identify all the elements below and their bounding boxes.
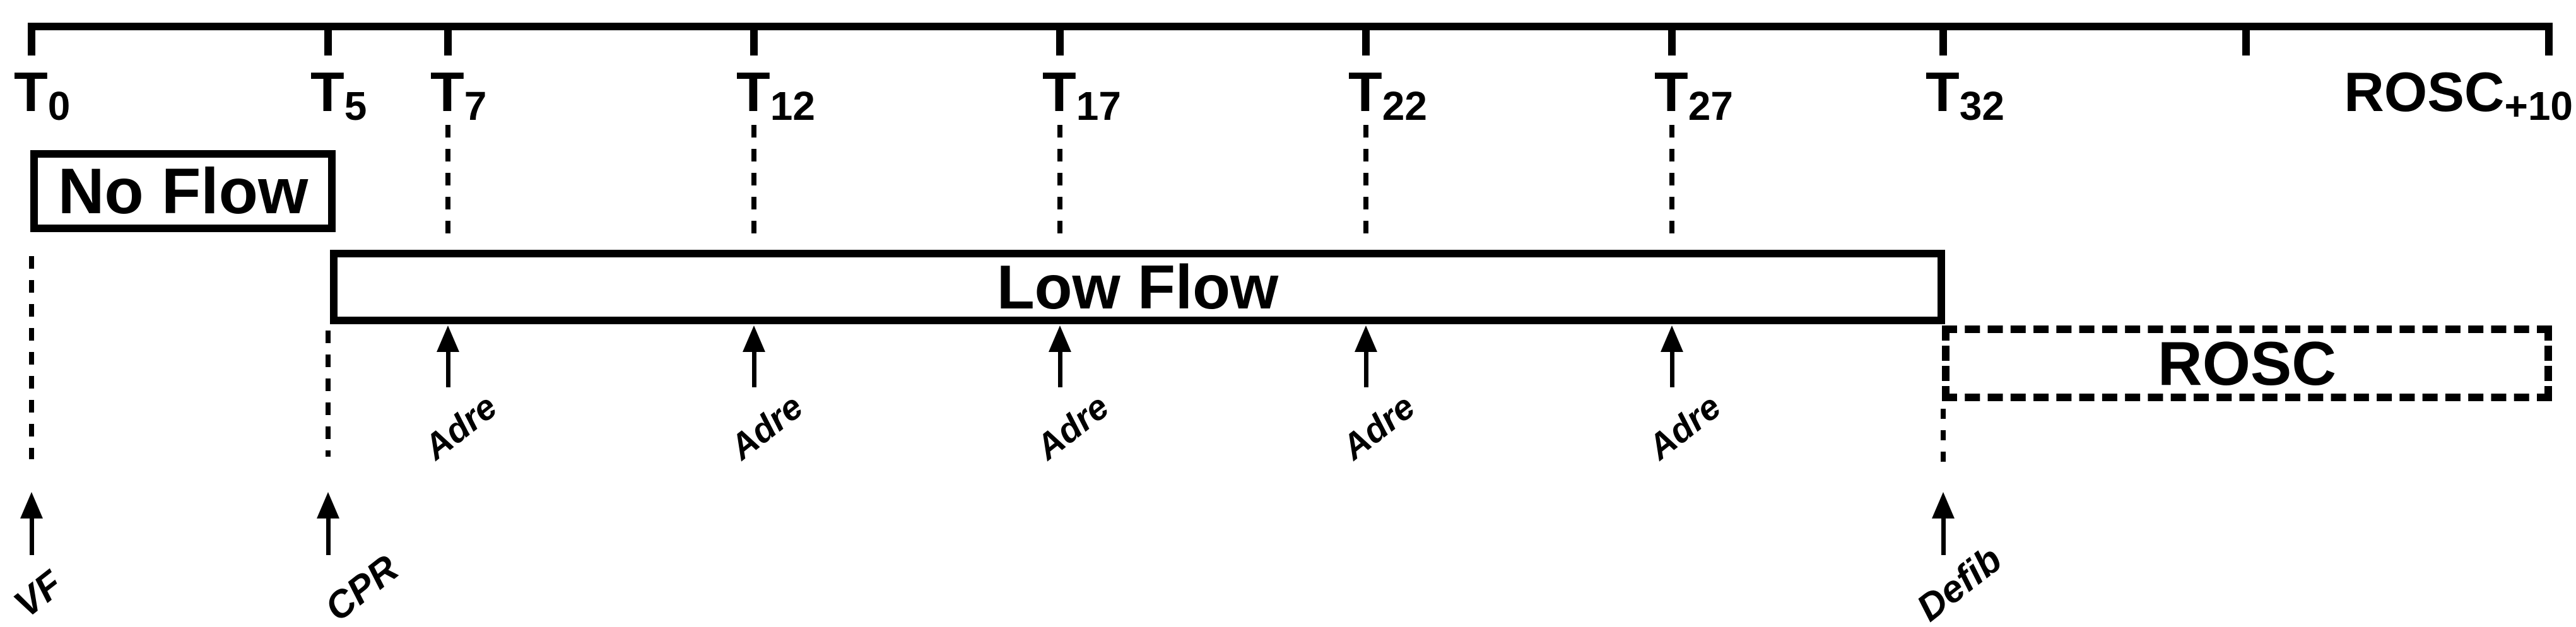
adre-arrow-t17 bbox=[1049, 325, 1071, 387]
dashed-guide-t0 bbox=[29, 256, 34, 459]
arrow-head-icon bbox=[317, 492, 339, 519]
axis-tick-t22 bbox=[1362, 23, 1370, 56]
adre-arrow-t12 bbox=[743, 325, 765, 387]
axis-tick-t17 bbox=[1056, 23, 1064, 56]
axis-tick-t5 bbox=[324, 23, 332, 56]
dashed-guide-t12 bbox=[751, 125, 756, 245]
cpr-label: CPR bbox=[317, 546, 406, 627]
arrow-shaft bbox=[445, 352, 450, 387]
dashed-guide-t5 bbox=[326, 331, 331, 457]
timeline-axis bbox=[28, 23, 2553, 30]
phase-box-no-flow: No Flow bbox=[30, 150, 336, 232]
arrow-head-icon bbox=[1932, 492, 1955, 519]
adre-label-t22: Adre bbox=[1334, 386, 1422, 467]
tick-label-t27: T27 bbox=[1654, 61, 1733, 129]
axis-tick-rosc-10 bbox=[2545, 23, 2553, 56]
tick-label-t32: T32 bbox=[1926, 61, 2004, 129]
axis-tick-rosc bbox=[2242, 23, 2250, 56]
arrow-shaft bbox=[1669, 352, 1674, 387]
tick-label-t12: T12 bbox=[736, 61, 815, 129]
arrow-shaft bbox=[1057, 352, 1062, 387]
adre-label-t17: Adre bbox=[1028, 386, 1116, 467]
arrow-shaft bbox=[29, 519, 34, 555]
arrow-head-icon bbox=[20, 492, 43, 519]
dashed-guide-t7 bbox=[445, 125, 450, 245]
dashed-guide-t22 bbox=[1363, 125, 1368, 245]
defib-event-arrow bbox=[1932, 492, 1955, 555]
adre-label-t7: Adre bbox=[416, 386, 504, 467]
tick-label-t17: T17 bbox=[1042, 61, 1121, 129]
arrow-shaft bbox=[751, 352, 756, 387]
arrow-head-icon bbox=[437, 325, 459, 352]
tick-label-t0: T0 bbox=[14, 61, 71, 129]
axis-tick-t7 bbox=[444, 23, 452, 56]
dashed-guide-t27 bbox=[1669, 125, 1674, 245]
cpr-event-arrow bbox=[317, 492, 339, 555]
adre-arrow-t27 bbox=[1661, 325, 1683, 387]
vf-label: VF bbox=[6, 562, 71, 626]
axis-tick-t12 bbox=[750, 23, 758, 56]
adre-label-t27: Adre bbox=[1640, 386, 1728, 467]
arrow-shaft bbox=[1363, 352, 1368, 387]
axis-tick-t27 bbox=[1668, 23, 1676, 56]
arrow-shaft bbox=[1941, 519, 1946, 555]
tick-label-t22: T22 bbox=[1348, 61, 1427, 129]
defib-label: Defib bbox=[1908, 537, 2009, 627]
adre-arrow-t22 bbox=[1355, 325, 1377, 387]
arrow-head-icon bbox=[1355, 325, 1377, 352]
arrow-head-icon bbox=[743, 325, 765, 352]
arrow-shaft bbox=[326, 519, 331, 555]
phase-box-low-flow: Low Flow bbox=[330, 250, 1945, 324]
phase-box-rosc: ROSC bbox=[1942, 325, 2552, 401]
arrow-head-icon bbox=[1049, 325, 1071, 352]
adre-arrow-t7 bbox=[437, 325, 459, 387]
tick-label-t7: T7 bbox=[430, 61, 487, 129]
arrow-head-icon bbox=[1661, 325, 1683, 352]
phase-label-rosc: ROSC bbox=[2157, 329, 2337, 398]
phase-label-low-flow: Low Flow bbox=[996, 252, 1279, 322]
axis-tick-t32 bbox=[1939, 23, 1947, 56]
tick-label-rosc-plus-10: ROSC+10 bbox=[2344, 61, 2573, 129]
axis-tick-t0 bbox=[28, 23, 35, 56]
phase-label-no-flow: No Flow bbox=[57, 155, 309, 227]
dashed-guide-t17 bbox=[1057, 125, 1062, 245]
vf-event-arrow bbox=[20, 492, 43, 555]
adre-label-t12: Adre bbox=[722, 386, 810, 467]
dotted-guide-t32 bbox=[1941, 409, 1946, 462]
tick-label-t5: T5 bbox=[310, 61, 367, 129]
